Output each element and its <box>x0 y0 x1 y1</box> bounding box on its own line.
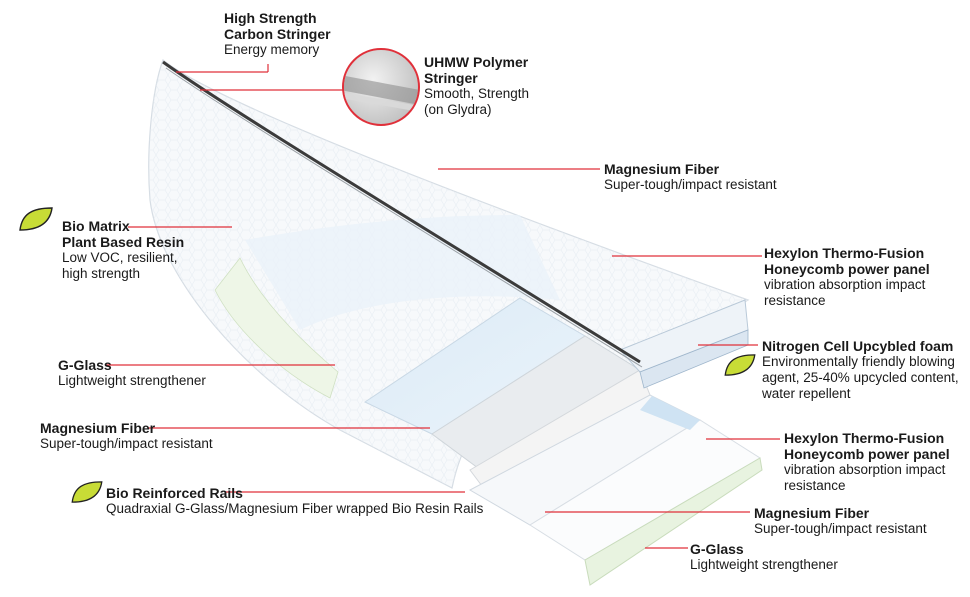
callout-title: Bio Matrix <box>62 218 130 234</box>
callout-title: Carbon Stringer <box>224 26 331 42</box>
callout-magnesium-bottom: Magnesium Fiber Super-tough/impact resis… <box>754 505 927 537</box>
callout-magnesium-top: Magnesium Fiber Super-tough/impact resis… <box>604 161 777 193</box>
callout-title: Stringer <box>424 70 478 86</box>
callout-desc: Low VOC, resilient, <box>62 250 178 265</box>
callout-title: High Strength <box>224 10 317 26</box>
callout-desc: Energy memory <box>224 42 320 57</box>
callout-bio-matrix: Bio Matrix Plant Based Resin Low VOC, re… <box>62 218 184 282</box>
callout-bio-rails: Bio Reinforced Rails Quadraxial G-Glass/… <box>106 485 483 517</box>
callout-gglass-left: G-Glass Lightweight strengthener <box>58 357 206 389</box>
callout-desc: Lightweight strengthener <box>690 557 838 572</box>
callout-desc: resistance <box>784 478 846 493</box>
callout-hexylon-top: Hexylon Thermo-Fusion Honeycomb power pa… <box>764 245 930 309</box>
callout-title: Plant Based Resin <box>62 234 185 250</box>
hexylon-bottom-panel <box>640 396 700 430</box>
callout-title: G-Glass <box>58 357 112 373</box>
callout-desc: vibration absorption impact <box>764 277 926 292</box>
callout-carbon-stringer: High Strength Carbon Stringer Energy mem… <box>224 10 331 58</box>
callout-title: UHMW Polymer <box>424 54 529 70</box>
callout-title: Hexylon Thermo-Fusion <box>784 430 945 446</box>
callout-gglass-bottom: G-Glass Lightweight strengthener <box>690 541 838 573</box>
callout-title: Hexylon Thermo-Fusion <box>764 245 925 261</box>
deck-magnesium-layer <box>245 215 560 330</box>
callout-title: Magnesium Fiber <box>604 161 720 177</box>
left-gglass-layer <box>214 257 339 399</box>
callout-title: Magnesium Fiber <box>754 505 870 521</box>
callout-desc: high strength <box>62 266 141 281</box>
callout-title: Honeycomb power panel <box>784 446 950 462</box>
callout-magnesium-left: Magnesium Fiber Super-tough/impact resis… <box>40 420 213 452</box>
callout-desc: agent, 25-40% upcycled content, <box>762 370 959 385</box>
callout-desc: Super-tough/impact resistant <box>40 436 213 451</box>
callout-title: Magnesium Fiber <box>40 420 156 436</box>
callout-desc: Lightweight strengthener <box>58 373 206 388</box>
callout-desc: Environmentally friendly blowing <box>762 354 955 369</box>
callout-desc: Super-tough/impact resistant <box>754 521 927 536</box>
callout-title: Bio Reinforced Rails <box>106 485 243 501</box>
callout-title: Honeycomb power panel <box>764 261 930 277</box>
callout-uhmw-stringer: UHMW Polymer Stringer Smooth, Strength (… <box>424 54 529 118</box>
callout-desc: resistance <box>764 293 826 308</box>
callout-desc: Super-tough/impact resistant <box>604 177 777 192</box>
callout-title: G-Glass <box>690 541 744 557</box>
leaf-icon <box>19 207 53 231</box>
carbon-stringer <box>162 60 641 364</box>
callout-hexylon-bottom: Hexylon Thermo-Fusion Honeycomb power pa… <box>784 430 950 494</box>
leaf-icon <box>724 354 756 376</box>
callout-desc: vibration absorption impact <box>784 462 946 477</box>
callout-desc: water repellent <box>762 386 851 401</box>
callout-title: Nitrogen Cell Upcybled foam <box>762 338 954 354</box>
leaf-icon <box>71 481 103 503</box>
callout-desc: Smooth, Strength <box>424 86 530 101</box>
bottom-sheet-3 <box>584 457 763 586</box>
magnifier-icon <box>342 48 420 126</box>
callout-desc: Quadraxial G-Glass/Magnesium Fiber wrapp… <box>106 501 484 516</box>
leader-lines <box>105 64 780 549</box>
callout-nitrogen-foam: Nitrogen Cell Upcybled foam Environmenta… <box>762 338 959 402</box>
callout-desc: (on Glydra) <box>424 102 492 117</box>
